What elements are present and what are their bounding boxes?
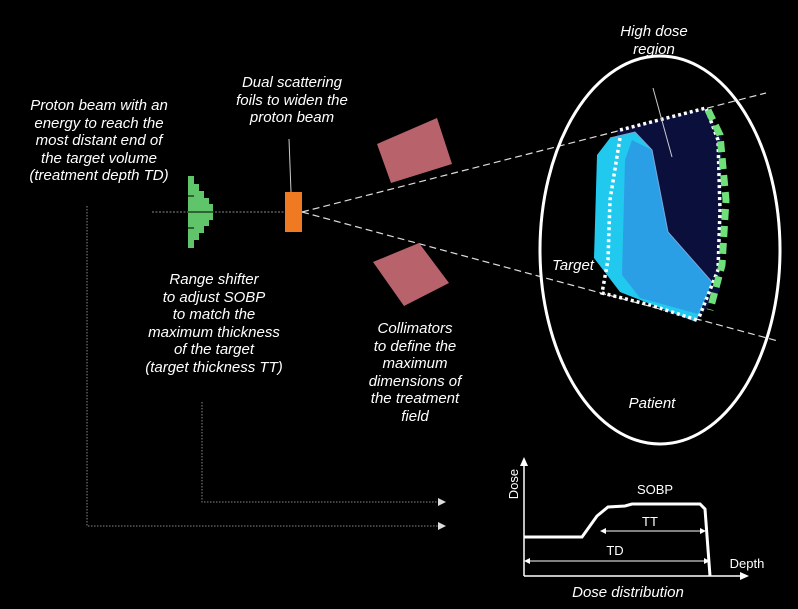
tt-guide-line <box>201 402 438 503</box>
dose-x-label: Depth <box>729 556 765 571</box>
scattering-foil <box>285 192 302 232</box>
range-shifter-steps <box>188 195 213 229</box>
dose-y-arrowhead <box>520 457 528 466</box>
target-edge <box>609 131 713 283</box>
dose-distribution-caption: Dose distribution <box>572 584 684 601</box>
tt-label: TT <box>642 514 658 529</box>
collimator-upper <box>377 118 452 183</box>
patient-label: Patient <box>628 395 676 412</box>
distal-edge-marker <box>704 108 730 311</box>
td-guide-arrowhead <box>438 522 446 530</box>
dose-graph <box>520 457 749 580</box>
high-dose-boundary-proximal <box>599 137 698 322</box>
sobp-label: SOBP <box>636 482 674 497</box>
foil-pointer <box>288 138 292 193</box>
collimator-lower <box>373 243 449 306</box>
high-dose-pointer <box>652 87 673 158</box>
td-label: TD <box>606 543 624 558</box>
high-dose-boundary-distal <box>619 105 722 321</box>
tt-guide-arrowhead <box>438 498 446 506</box>
target-label: Target <box>552 257 594 274</box>
dose-x-arrowhead <box>740 572 749 580</box>
dose-curve <box>524 502 712 577</box>
patient-outline <box>538 54 782 446</box>
dose-y-label: Dose <box>506 469 521 499</box>
